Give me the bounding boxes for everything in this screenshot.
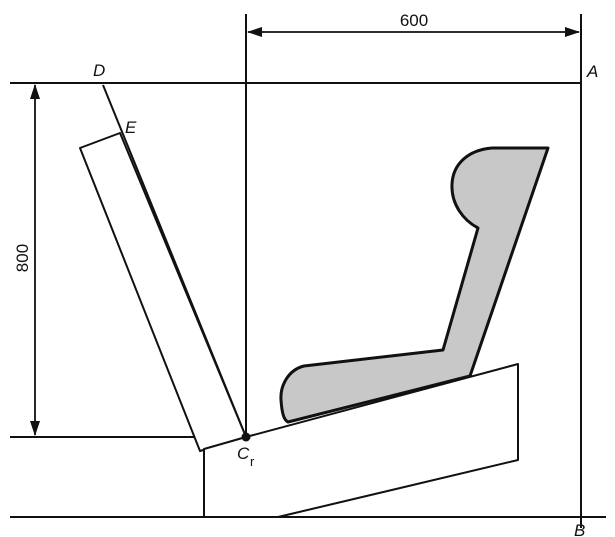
- label-a: A: [586, 62, 598, 81]
- label-cr-subscript: r: [250, 454, 255, 469]
- label-cr: C: [237, 444, 250, 463]
- label-e: E: [125, 118, 137, 137]
- dimension-800-arrow-top: [30, 84, 40, 99]
- dimension-600-arrow-right: [565, 27, 580, 37]
- cr-point: [241, 432, 251, 442]
- dimension-800-label: 800: [13, 244, 32, 272]
- seat-profile: [279, 146, 550, 424]
- dimension-600-arrow-left: [247, 27, 262, 37]
- label-b: B: [574, 521, 585, 537]
- backrest-board: [79, 132, 247, 452]
- label-d: D: [93, 61, 105, 80]
- dimension-800-arrow-bottom: [30, 421, 40, 436]
- dimension-600-label: 600: [400, 11, 428, 30]
